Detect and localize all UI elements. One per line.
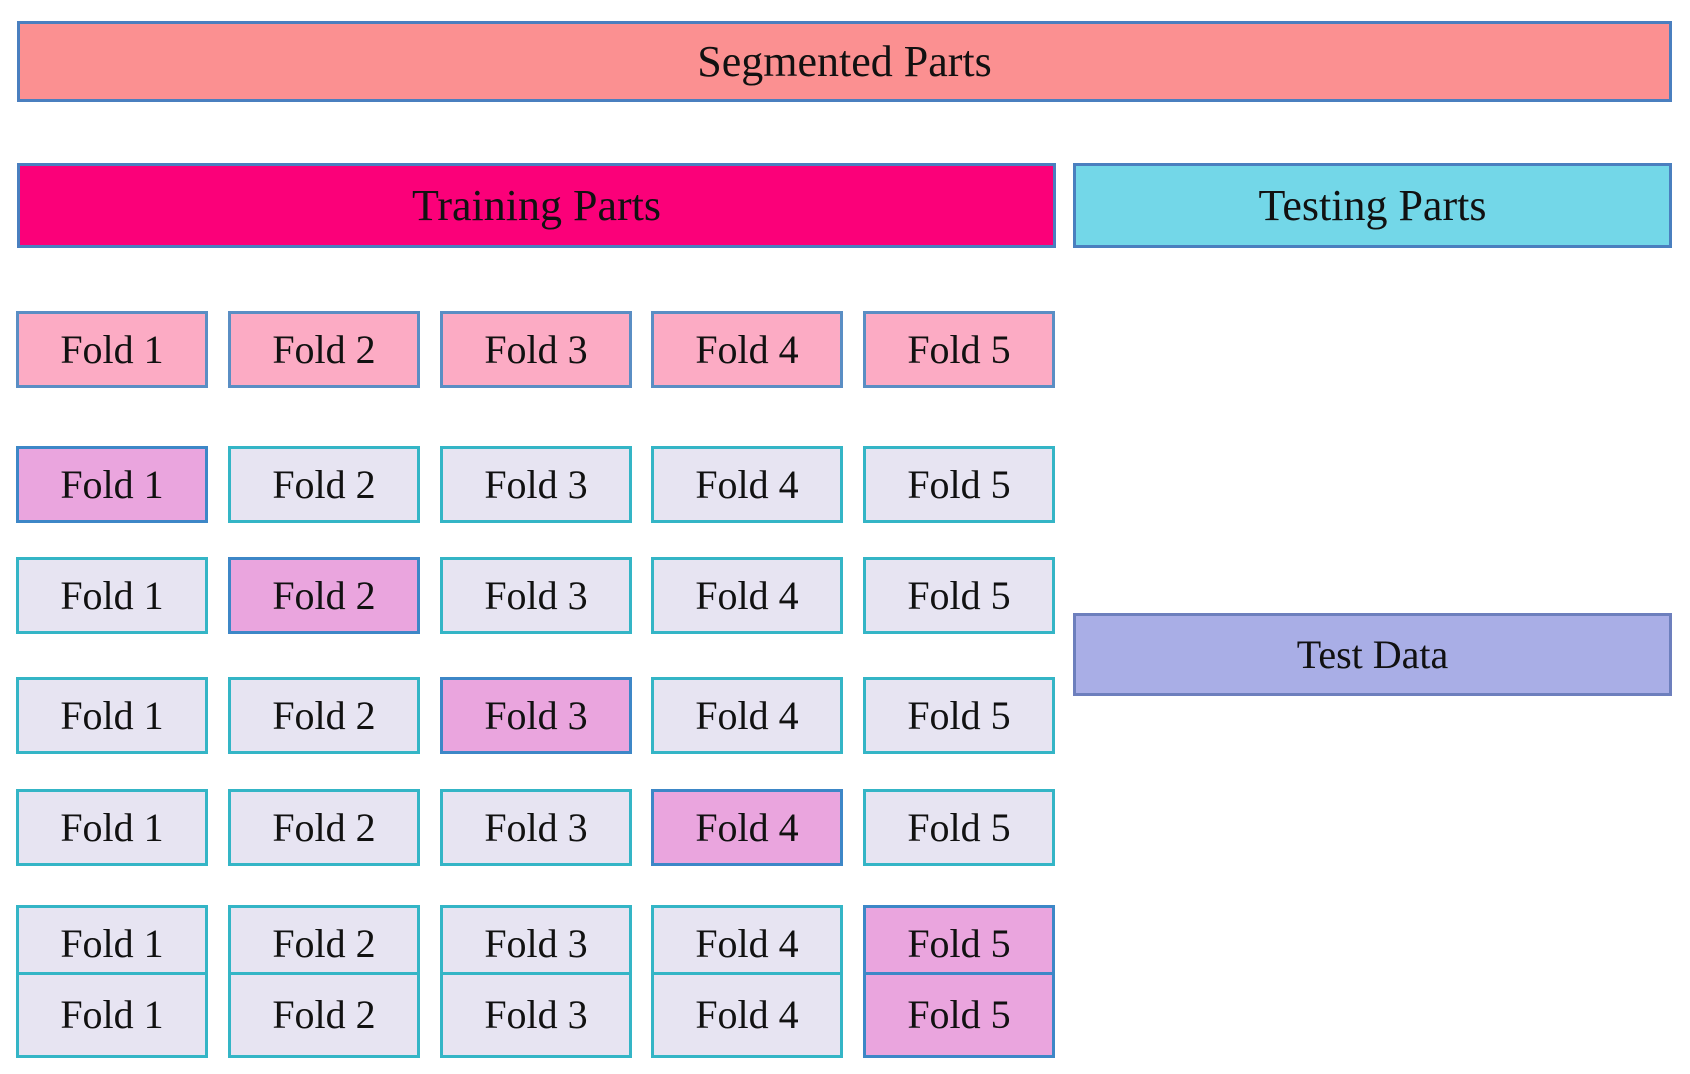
fold-cell: Fold 4 xyxy=(651,677,843,754)
fold-cell: Fold 4 xyxy=(651,446,843,523)
fold-label: Fold 3 xyxy=(484,804,588,850)
fold-cell: Fold 4 xyxy=(651,311,843,388)
fold-cell: Fold 5 xyxy=(863,905,1055,982)
fold-label: Fold 3 xyxy=(484,326,588,372)
segmented-parts-label: Segmented Parts xyxy=(697,36,992,86)
fold-cell: Fold 2 xyxy=(228,446,420,523)
fold-cell: Fold 1 xyxy=(16,789,208,866)
fold-cell: Fold 3 xyxy=(440,905,632,982)
fold-cell: Fold 2 xyxy=(228,972,420,1058)
fold-cell: Fold 3 xyxy=(440,557,632,634)
fold-cell: Fold 3 xyxy=(440,972,632,1058)
fold-label: Fold 5 xyxy=(907,461,1011,507)
fold-label: Fold 1 xyxy=(60,692,164,738)
fold-label: Fold 4 xyxy=(695,920,799,966)
fold-label: Fold 1 xyxy=(60,920,164,966)
fold-cell: Fold 5 xyxy=(863,677,1055,754)
fold-label: Fold 1 xyxy=(60,572,164,618)
fold-cell: Fold 3 xyxy=(440,311,632,388)
fold-label: Fold 3 xyxy=(484,920,588,966)
fold-label: Fold 3 xyxy=(484,992,588,1037)
fold-cell: Fold 1 xyxy=(16,677,208,754)
fold-cell: Fold 2 xyxy=(228,905,420,982)
fold-label: Fold 5 xyxy=(907,992,1011,1037)
fold-label: Fold 4 xyxy=(695,572,799,618)
training-parts-bar: Training Parts xyxy=(17,163,1056,248)
fold-label: Fold 5 xyxy=(907,692,1011,738)
fold-label: Fold 2 xyxy=(272,992,376,1037)
training-parts-label: Training Parts xyxy=(412,180,661,230)
fold-cell: Fold 3 xyxy=(440,446,632,523)
fold-cell: Fold 2 xyxy=(228,789,420,866)
fold-cell: Fold 4 xyxy=(651,557,843,634)
fold-cell: Fold 5 xyxy=(863,789,1055,866)
fold-label: Fold 1 xyxy=(60,461,164,507)
fold-label: Fold 2 xyxy=(272,326,376,372)
fold-cell: Fold 5 xyxy=(863,972,1055,1058)
fold-label: Fold 5 xyxy=(907,920,1011,966)
fold-cell: Fold 1 xyxy=(16,446,208,523)
fold-cell: Fold 3 xyxy=(440,789,632,866)
fold-label: Fold 2 xyxy=(272,572,376,618)
segmented-parts-bar: Segmented Parts xyxy=(17,21,1672,102)
fold-label: Fold 4 xyxy=(695,692,799,738)
fold-label: Fold 4 xyxy=(695,326,799,372)
fold-cell: Fold 1 xyxy=(16,905,208,982)
fold-cell: Fold 1 xyxy=(16,972,208,1058)
fold-label: Fold 5 xyxy=(907,804,1011,850)
fold-cell: Fold 3 xyxy=(440,677,632,754)
fold-label: Fold 3 xyxy=(484,461,588,507)
test-data-label: Test Data xyxy=(1296,631,1449,677)
fold-label: Fold 1 xyxy=(60,804,164,850)
fold-label: Fold 4 xyxy=(695,461,799,507)
fold-label: Fold 3 xyxy=(484,572,588,618)
testing-parts-bar: Testing Parts xyxy=(1073,163,1672,248)
fold-cell: Fold 1 xyxy=(16,557,208,634)
fold-cell: Fold 2 xyxy=(228,311,420,388)
fold-label: Fold 2 xyxy=(272,804,376,850)
fold-cell: Fold 5 xyxy=(863,446,1055,523)
fold-label: Fold 1 xyxy=(60,992,164,1037)
fold-label: Fold 4 xyxy=(695,804,799,850)
fold-cell: Fold 4 xyxy=(651,905,843,982)
testing-parts-label: Testing Parts xyxy=(1258,180,1487,230)
fold-label: Fold 2 xyxy=(272,461,376,507)
fold-label: Fold 5 xyxy=(907,572,1011,618)
fold-label: Fold 5 xyxy=(907,326,1011,372)
fold-cell: Fold 4 xyxy=(651,972,843,1058)
fold-cell: Fold 5 xyxy=(863,557,1055,634)
fold-label: Fold 2 xyxy=(272,692,376,738)
fold-cell: Fold 2 xyxy=(228,557,420,634)
fold-cell: Fold 2 xyxy=(228,677,420,754)
fold-cell: Fold 5 xyxy=(863,311,1055,388)
fold-label: Fold 2 xyxy=(272,920,376,966)
test-data-bar: Test Data xyxy=(1073,613,1672,696)
fold-label: Fold 3 xyxy=(484,692,588,738)
fold-label: Fold 4 xyxy=(695,992,799,1037)
fold-cell: Fold 4 xyxy=(651,789,843,866)
fold-label: Fold 1 xyxy=(60,326,164,372)
fold-cell: Fold 1 xyxy=(16,311,208,388)
